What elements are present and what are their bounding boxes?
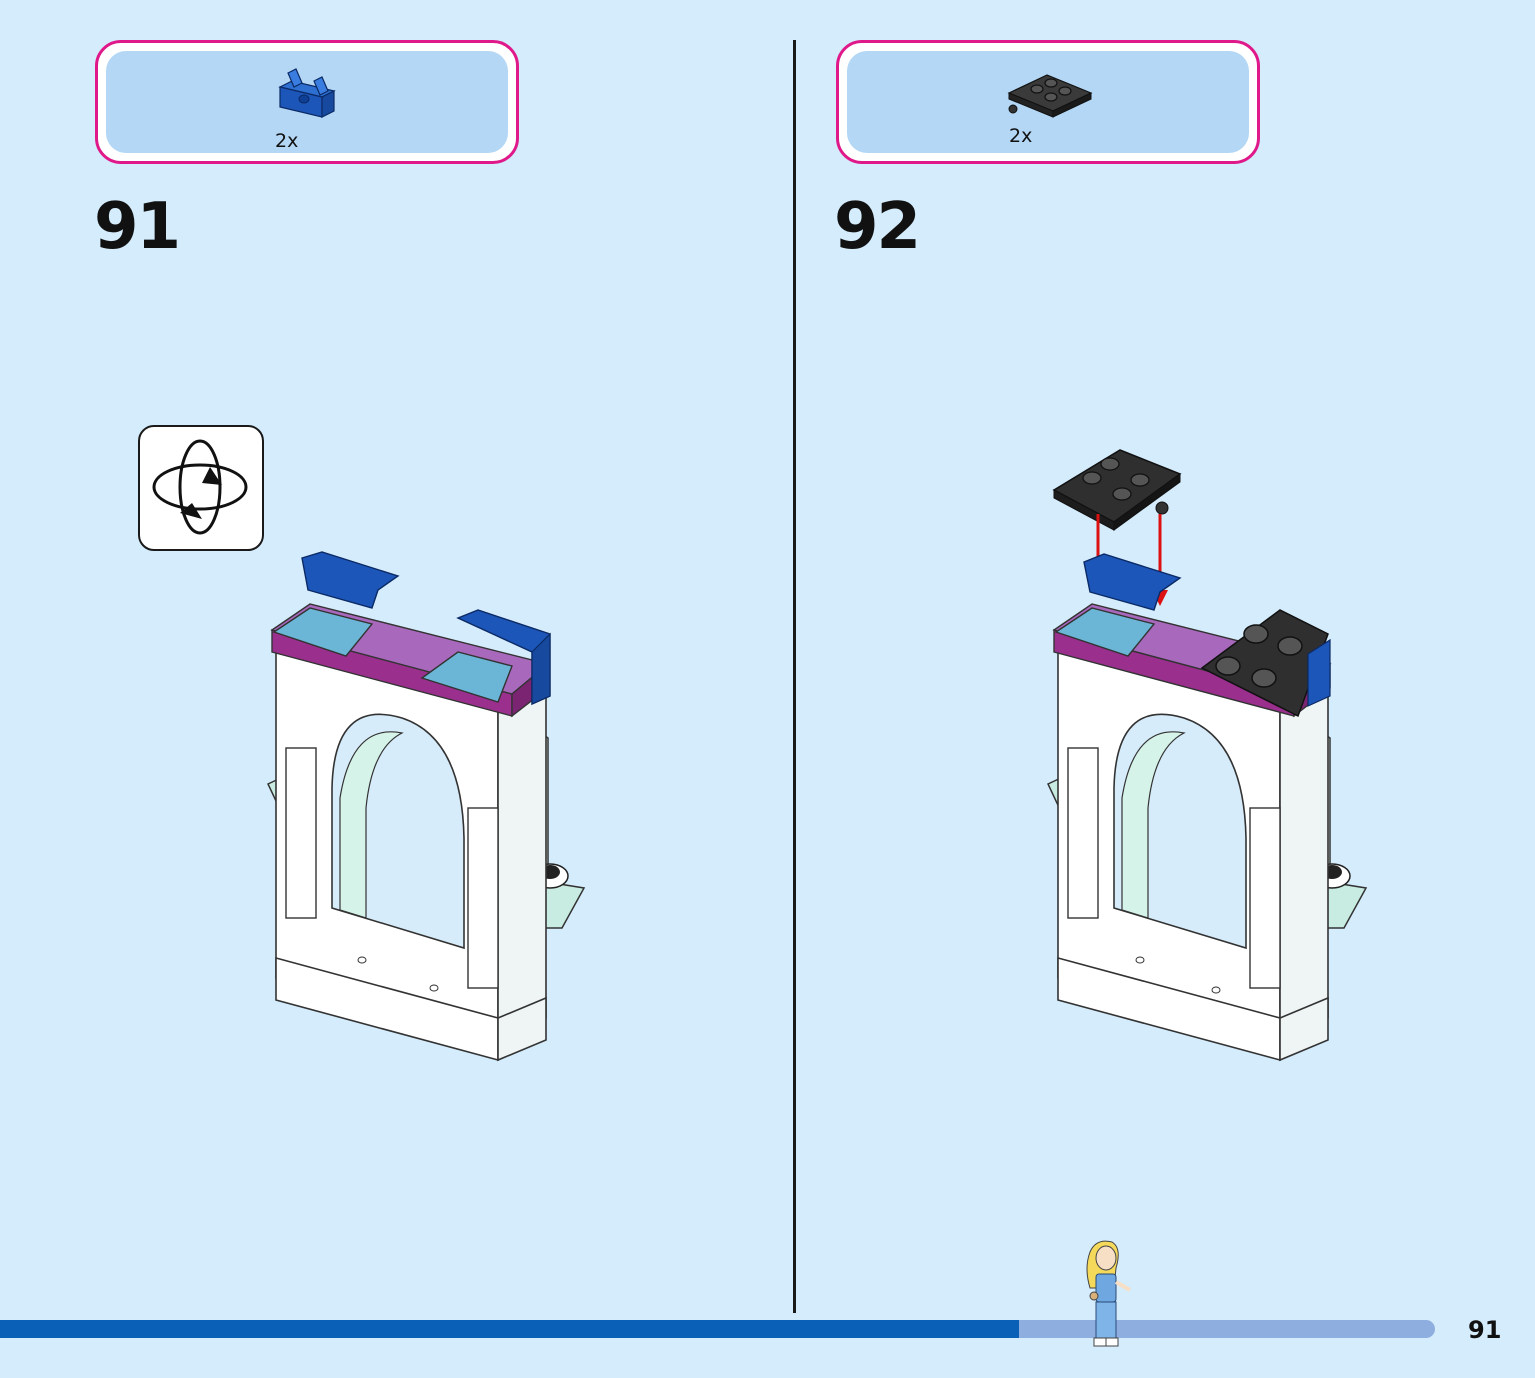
- step-number: 91: [94, 190, 181, 264]
- black-plate-2x2-icon: [1007, 74, 1093, 118]
- rotate-hint: [138, 425, 264, 551]
- parts-callout-step-92: 2x: [836, 40, 1260, 164]
- rotate-model-icon: [152, 439, 248, 535]
- page-number: 91: [1468, 1316, 1502, 1344]
- progress-fill: [0, 1320, 1019, 1338]
- step-divider: [793, 40, 796, 1313]
- model-assembly-step-92: [1047, 449, 1368, 1062]
- model-assembly-step-91: [267, 551, 586, 1062]
- blue-hinge-brick-icon: [278, 68, 336, 118]
- part-quantity: 2x: [275, 130, 299, 152]
- part-quantity: 2x: [1009, 125, 1033, 147]
- minifigure-icon: [1086, 1240, 1131, 1347]
- step-number: 92: [834, 190, 921, 264]
- parts-callout-step-91: 2x: [95, 40, 519, 164]
